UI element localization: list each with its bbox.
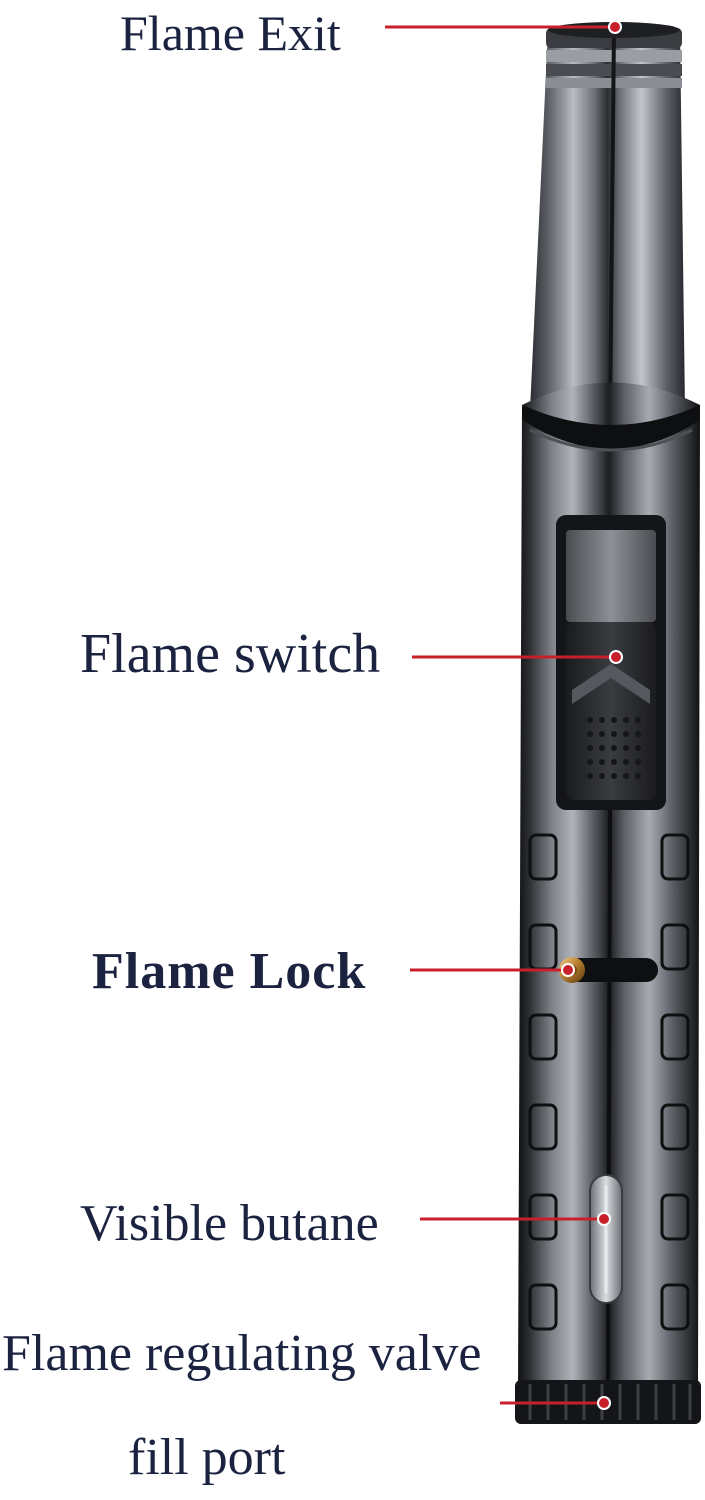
label-flame-switch: Flame switch [80, 623, 381, 685]
leader-lines [385, 20, 623, 1410]
butane-window [589, 1174, 623, 1304]
leader-dot-flame-lock [561, 963, 575, 977]
leader-dot-visible-butane [597, 1212, 611, 1226]
label-flame-lock: Flame Lock [92, 943, 367, 1000]
flame-switch [556, 515, 666, 810]
label-flame-regulating-valve: Flame regulating valve [2, 1325, 482, 1382]
label-flame-exit: Flame Exit [120, 5, 341, 61]
leader-dot-flame-switch [609, 650, 623, 664]
label-visible-butane: Visible butane [80, 1195, 379, 1252]
label-fill-port: fill port [128, 1429, 286, 1486]
leader-dot-regulating-valve [597, 1396, 611, 1410]
leader-dot-flame-exit [608, 20, 622, 34]
nozzle [530, 22, 685, 421]
